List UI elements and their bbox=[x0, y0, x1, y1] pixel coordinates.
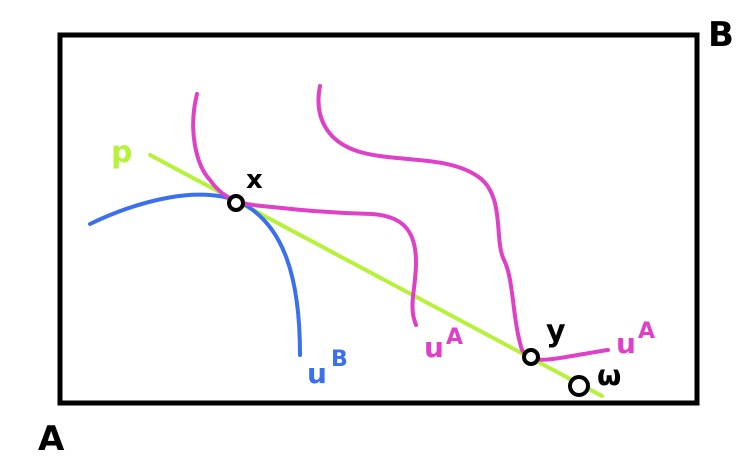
curve-label-ua-right-base: u bbox=[616, 327, 636, 360]
curve-label-ua-left-base: u bbox=[424, 331, 444, 364]
point-y-marker bbox=[522, 348, 540, 366]
point-x-marker bbox=[227, 194, 245, 212]
curve-label-ua-right-superscript: A bbox=[638, 319, 655, 344]
curve-label-ua-left-superscript: A bbox=[446, 325, 463, 350]
point-y-label: y bbox=[546, 314, 566, 349]
curve-label-ub-superscript: B bbox=[331, 347, 348, 372]
edgeworth-box-frame bbox=[57, 32, 700, 406]
indifference-curve-a-right bbox=[316, 84, 610, 362]
point-w-label: ω bbox=[597, 359, 621, 392]
point-w-marker bbox=[568, 375, 590, 397]
corner-label-b: B bbox=[708, 15, 734, 55]
curve-label-ua-right: u A bbox=[616, 319, 655, 360]
indifference-curve-a-left bbox=[191, 92, 418, 327]
budget-line-label: p bbox=[111, 135, 132, 170]
curve-label-ub: u B bbox=[307, 347, 348, 390]
point-x-label: x bbox=[246, 165, 263, 195]
corner-label-a: A bbox=[38, 419, 65, 459]
curve-label-ub-base: u bbox=[307, 357, 327, 390]
curve-label-ua-left: u A bbox=[424, 325, 463, 364]
